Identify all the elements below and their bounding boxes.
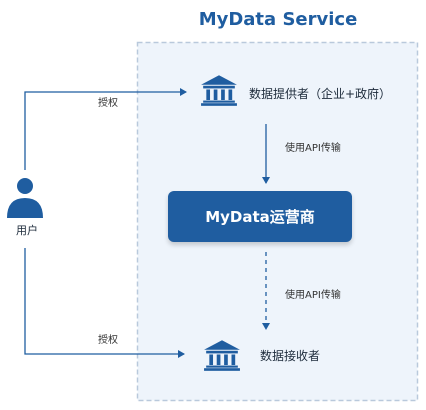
user-label: 用户 xyxy=(16,224,38,237)
diagram-title: MyData Service xyxy=(198,9,358,30)
operator-label: MyData运营商 xyxy=(205,208,315,226)
provider-label: 数据提供者（企业+政府） xyxy=(249,87,392,101)
operator-box: MyData运营商 xyxy=(168,191,352,242)
auth-connector-bottom xyxy=(24,248,185,358)
receiver-label: 数据接收者 xyxy=(260,349,321,363)
user-person-icon xyxy=(7,178,43,218)
auth-label-top: 授权 xyxy=(98,98,118,109)
api-transfer-label-top: 使用API传输 xyxy=(285,143,341,154)
api-transfer-label-bottom: 使用API传输 xyxy=(285,290,341,301)
auth-connector-top xyxy=(24,88,187,170)
auth-label-bottom: 授权 xyxy=(98,335,118,346)
